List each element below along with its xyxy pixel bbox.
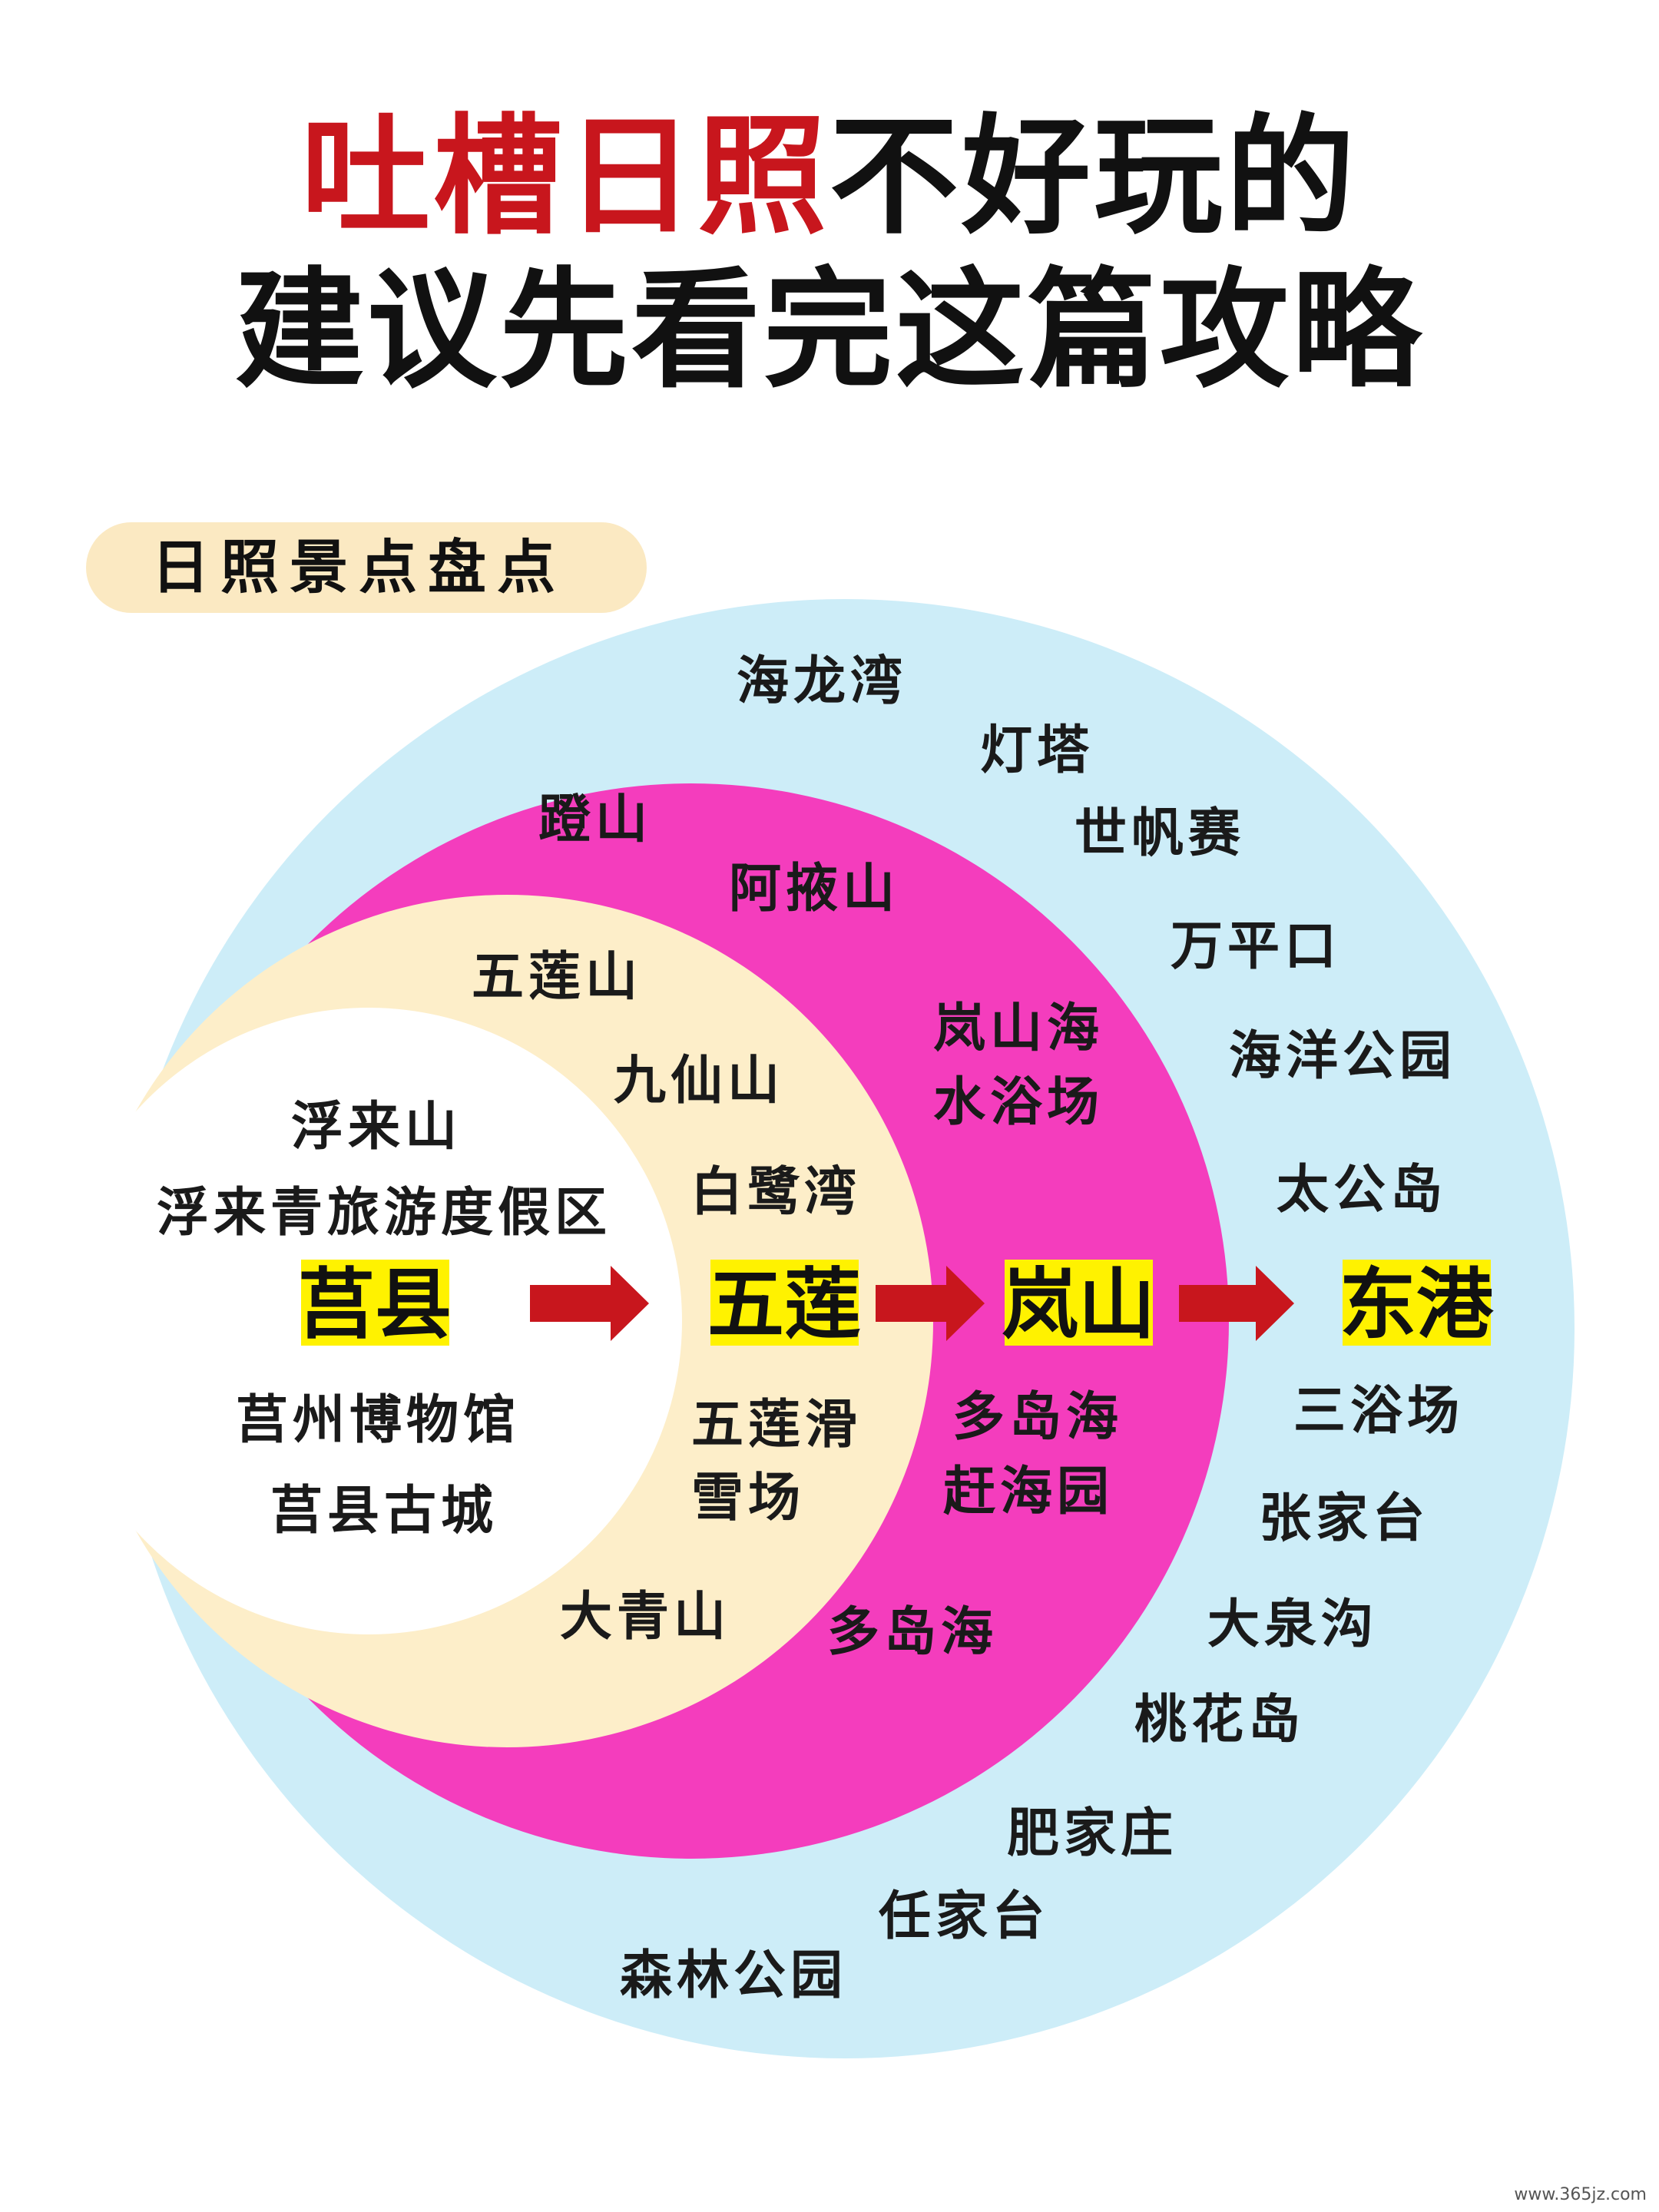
spot-renjiatai: 任家台 [879,1886,1049,1947]
title-highlight: 吐槽日照 [301,101,830,252]
spot-wulianshan: 五莲山 [472,946,642,1008]
watermark: www.365jz.com [1514,2185,1647,2204]
spot-lighthouse: 灯塔 [980,720,1094,781]
page-title: 吐槽日照不好玩的 建议先看完这篇攻略 [0,100,1659,407]
arrow-right-icon [1179,1266,1294,1341]
node-lanshan-highlight [1005,1260,1153,1346]
title-line-2: 建议先看完这篇攻略 [235,255,1424,406]
spot-forest-park: 森林公园 [620,1945,847,2006]
arrow-right-icon [530,1266,649,1341]
arrow-right-icon [876,1266,985,1341]
spot-ocean-park: 海洋公园 [1229,1025,1456,1087]
title-line-1: 吐槽日照不好玩的 [0,100,1659,253]
spot-duodaohai-2: 多岛海 [827,1601,998,1663]
spot-zhangjiatai: 张家台 [1259,1488,1429,1549]
spot-wulian-ski-2: 雪场 [691,1467,805,1528]
title-line-1-rest: 不好玩的 [830,101,1358,252]
spot-fulaishan: 浮来山 [291,1096,462,1157]
spot-wulian-ski-1: 五莲滑 [691,1394,862,1455]
node-wulian: 五莲 [707,1260,861,1349]
spot-duodaohai-1: 多岛海 [952,1386,1123,1448]
section-label: 日照景点盘点 [86,522,647,613]
spot-sailing-race: 世帆赛 [1075,803,1245,864]
node-lanshan: 岚山 [1002,1260,1155,1349]
spot-lanshan-beach-1: 岚山海 [933,998,1104,1059]
spot-dengshan: 蹬山 [538,789,652,850]
spot-daquangou: 大泉沟 [1207,1594,1378,1655]
node-wulian-highlight [710,1260,859,1346]
node-juxian: 莒县 [298,1260,452,1349]
spot-feijiazhuang: 肥家庄 [1007,1803,1177,1864]
node-donggang-highlight [1343,1260,1491,1346]
spot-bailuwan: 白鹭湾 [690,1161,861,1223]
node-juxian-highlight [301,1260,449,1346]
spot-juxian-old-town: 莒县古城 [270,1480,498,1541]
spot-hailongwan: 海龙湾 [737,651,907,712]
node-donggang: 东港 [1339,1260,1494,1349]
spot-ayeshan: 阿掖山 [729,858,899,919]
spot-jiuxianshan: 九仙山 [614,1050,784,1111]
spot-daqingshan: 大青山 [560,1586,730,1647]
spot-sanyuchang: 三浴场 [1293,1380,1464,1442]
spot-wanpingkou: 万平口 [1171,916,1341,977]
spot-juzhou-museum: 莒州博物馆 [236,1389,520,1451]
section-label-text: 日照景点盘点 [151,533,566,601]
spot-lanshan-beach-2: 水浴场 [933,1071,1104,1133]
spot-taohuadao: 桃花岛 [1134,1689,1305,1750]
spot-taigongdao: 太公岛 [1277,1159,1447,1220]
spot-fulaiqing-resort: 浮来青旅游度假区 [157,1182,611,1243]
spot-ganhaiyuan: 赶海园 [943,1461,1114,1522]
